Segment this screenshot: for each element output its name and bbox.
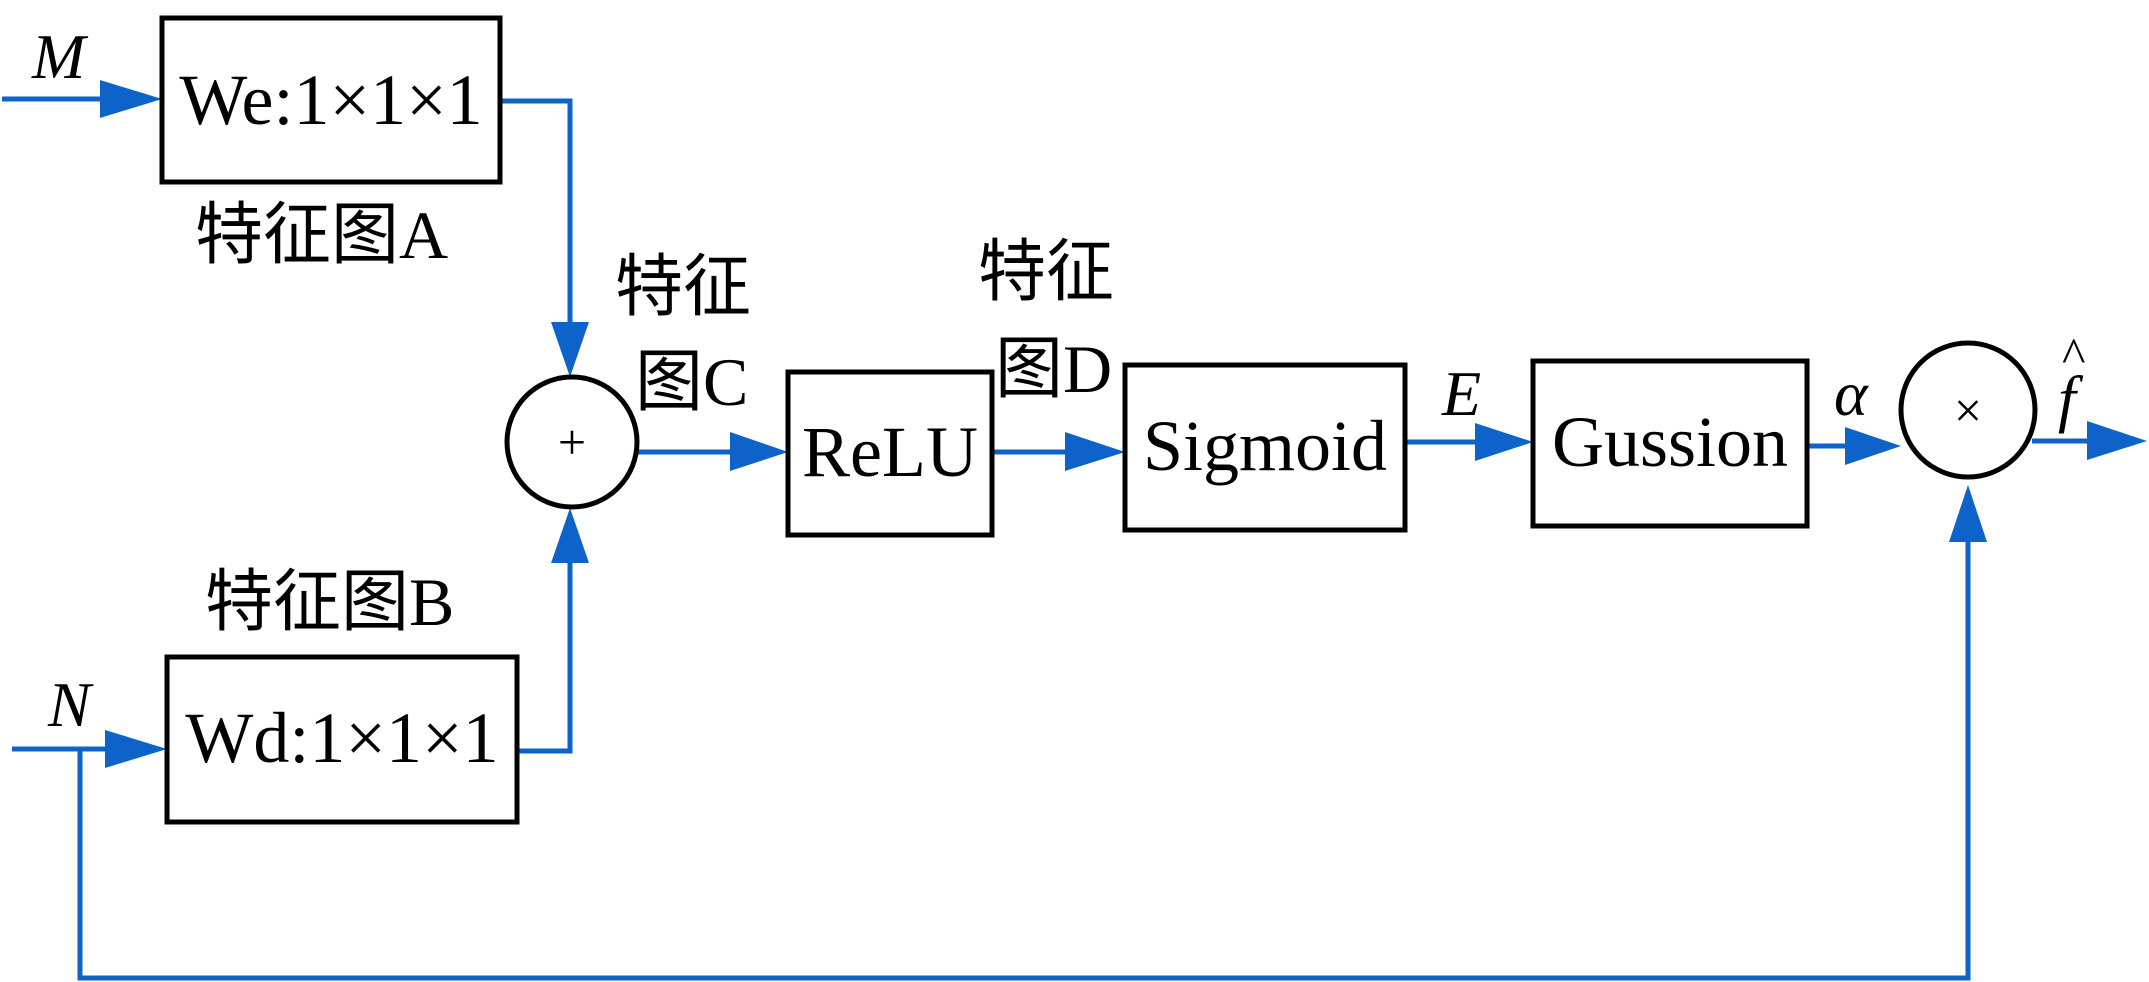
block-wd	[164, 654, 520, 825]
block-relu-label: ReLU	[802, 412, 978, 492]
block-we	[159, 15, 503, 185]
adder-symbol: +	[558, 414, 586, 470]
block-sigmoid-label: Sigmoid	[1143, 406, 1387, 486]
feature-map-a-label: 特征图A	[195, 197, 448, 273]
feature-map-d-label-line2: 图D	[995, 331, 1112, 407]
arrowhead-output	[2087, 421, 2147, 460]
adder-node	[504, 374, 640, 510]
input-n-label: N	[47, 669, 94, 740]
wire-feedback	[77, 520, 1971, 981]
feature-map-b-label: 特征图B	[205, 564, 454, 640]
arrowhead-relu	[730, 432, 788, 471]
arrowhead-into-add-top	[551, 322, 589, 377]
block-sigmoid	[1122, 362, 1408, 533]
signal-e-label: E	[1441, 358, 1481, 429]
arrowhead-into-add-bottom	[551, 508, 589, 563]
feature-map-d-label-line1: 特征	[978, 234, 1114, 310]
arrowhead-multiply-left	[1845, 427, 1901, 465]
multiplier-node	[1898, 340, 2038, 480]
arrowhead-n	[105, 730, 167, 768]
wire-we-to-add	[500, 98, 573, 340]
arrowhead-multiply-bottom	[1949, 485, 1987, 542]
arrowhead-gussion	[1475, 423, 1533, 461]
input-m-label: M	[31, 21, 89, 92]
feature-map-c-label-line1: 特征	[615, 249, 751, 325]
arrowhead-sigmoid	[1065, 432, 1125, 471]
block-gussion-label: Gussion	[1552, 402, 1788, 482]
block-relu	[785, 369, 995, 538]
multiplier-symbol: ×	[1954, 382, 1982, 438]
arrowhead-m	[100, 80, 162, 118]
block-we-label: We:1×1×1	[179, 60, 482, 140]
output-hat-symbol: ^	[2062, 327, 2085, 383]
block-wd-label: Wd:1×1×1	[185, 698, 498, 778]
wire-wd-to-add	[517, 545, 573, 754]
feature-map-c-label-line2: 图C	[635, 344, 748, 420]
block-gussion	[1530, 358, 1810, 529]
signal-alpha-label: α	[1834, 358, 1869, 429]
